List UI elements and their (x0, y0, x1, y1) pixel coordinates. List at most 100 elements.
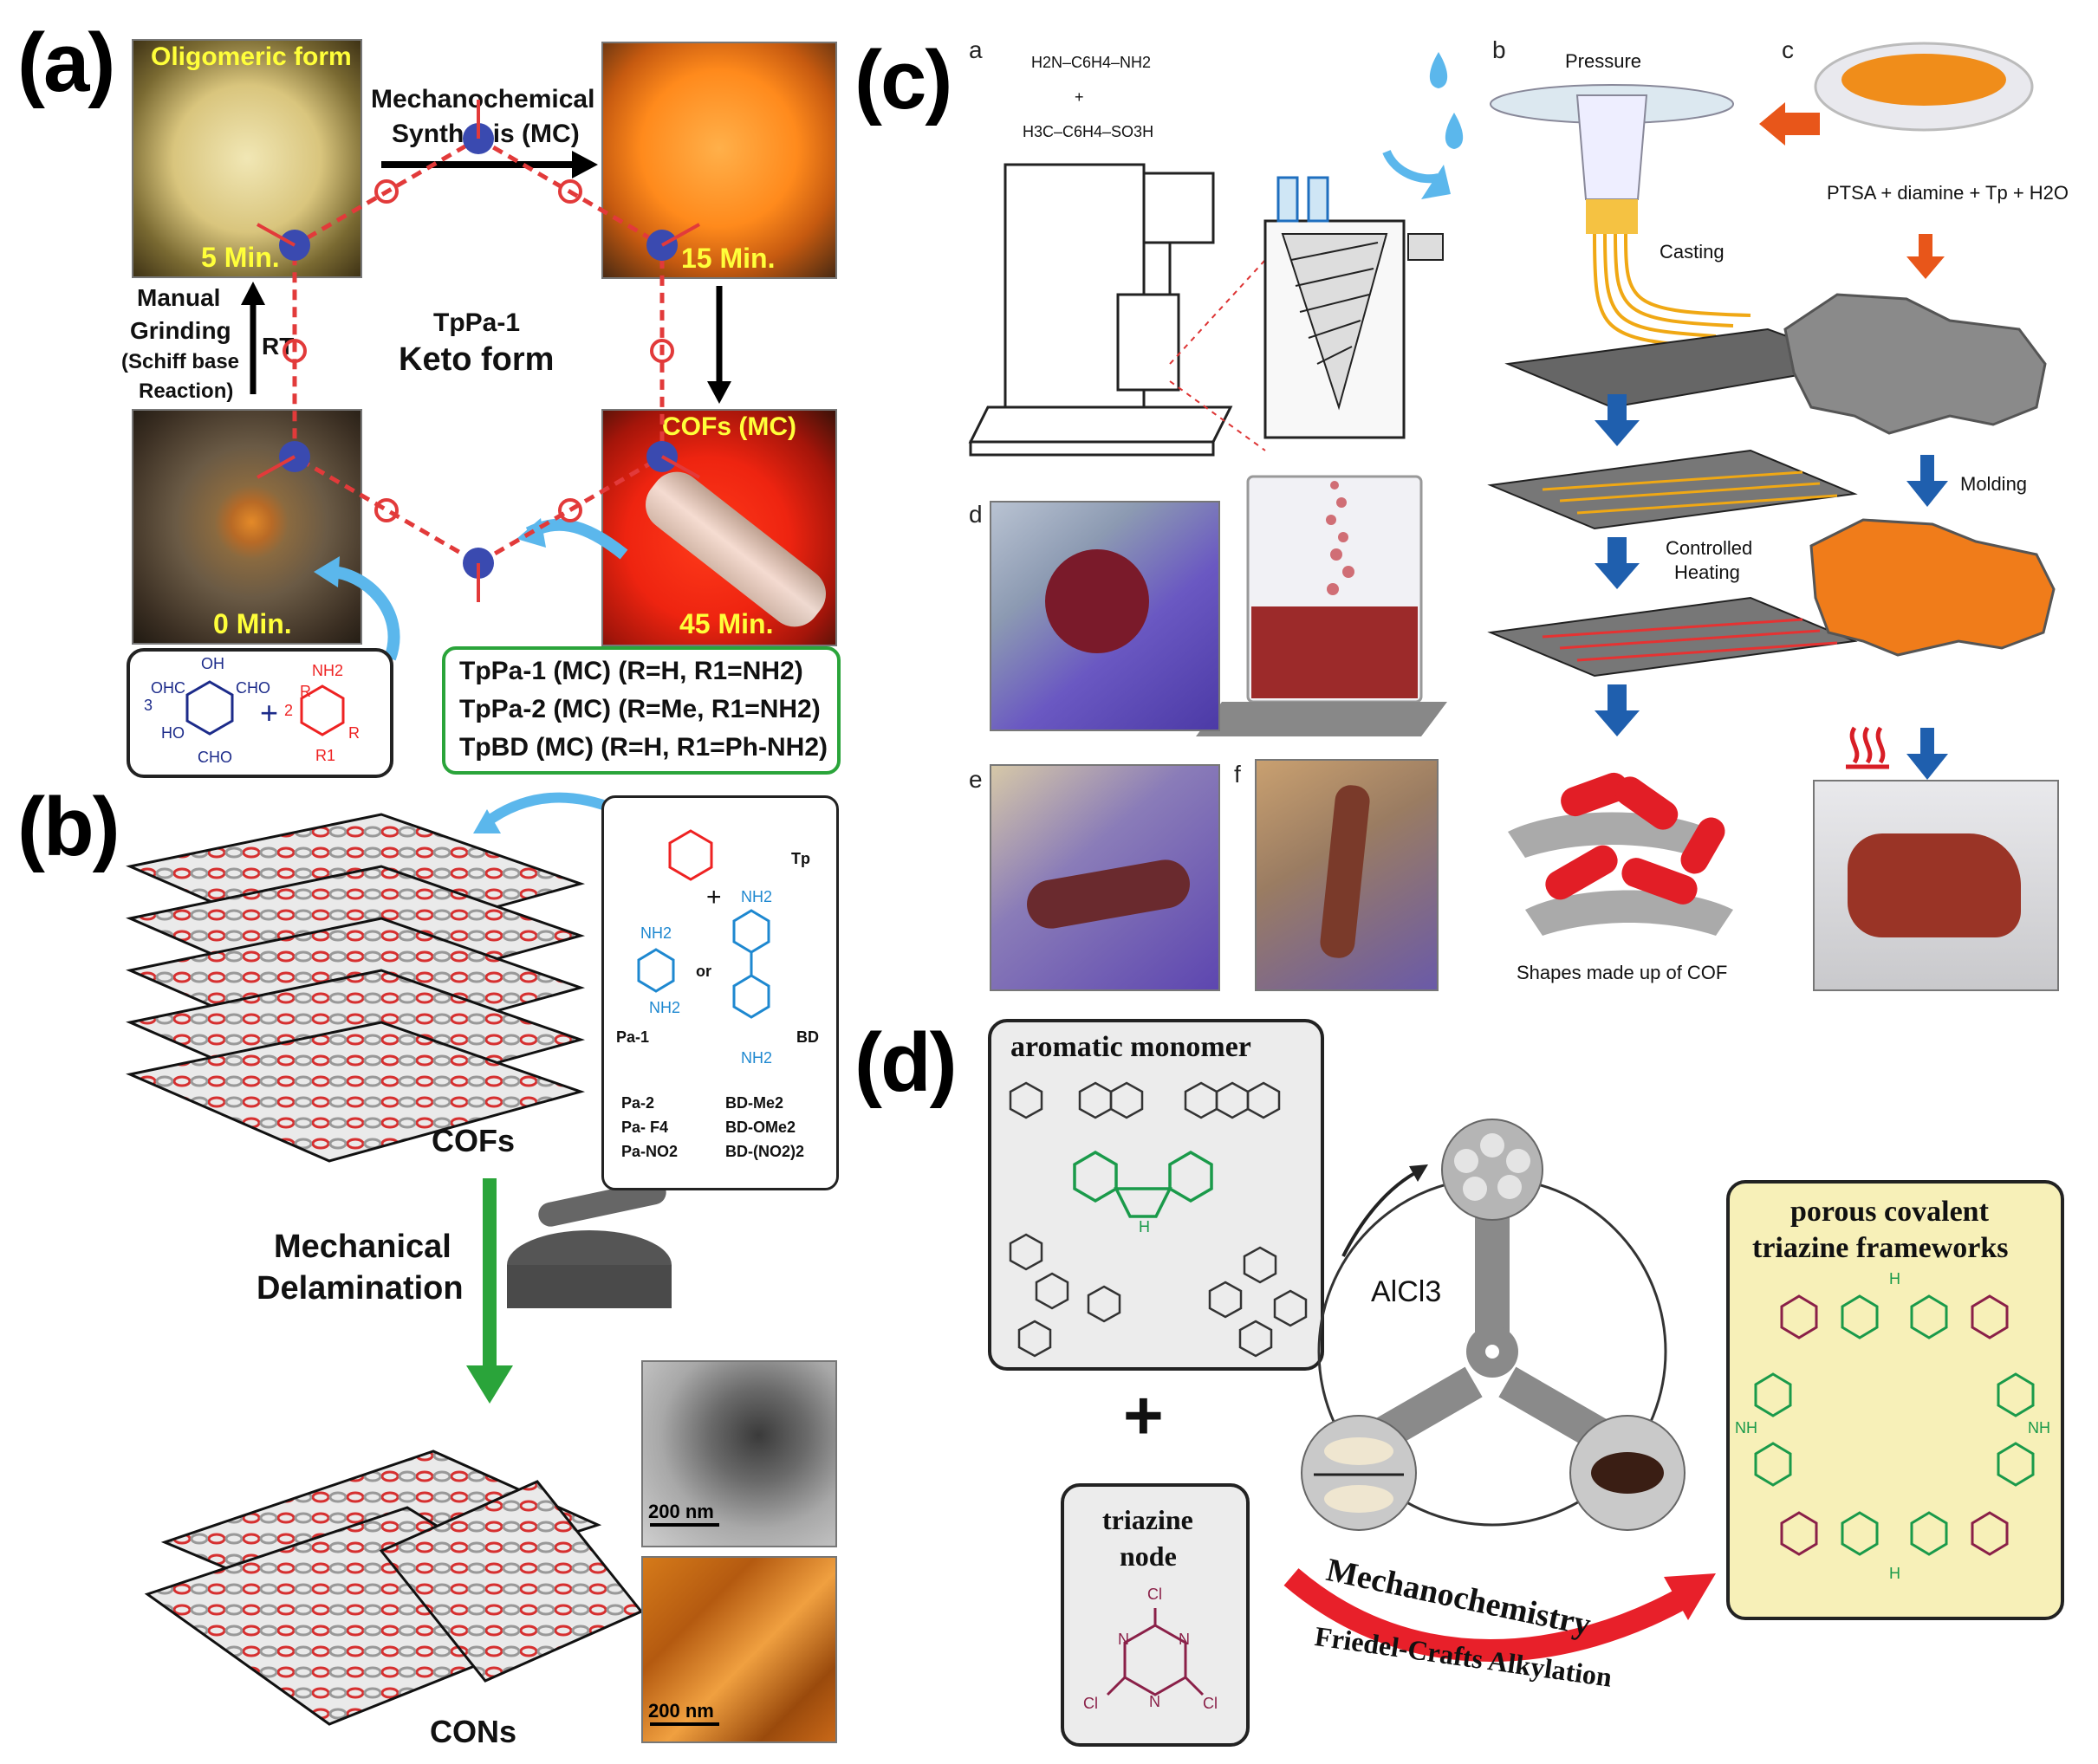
manual-grinding-2: Grinding (130, 317, 231, 344)
photo-cofs-time: 45 Min. (679, 608, 774, 639)
big-plus: + (1123, 1377, 1164, 1454)
manual-grinding-3: (Schiff base (121, 350, 240, 373)
casting-label: Casting (1660, 241, 1725, 263)
panel-d-label: (d) (854, 1016, 958, 1109)
ptsa-label: PTSA + diamine + Tp + H2O (1827, 182, 2069, 204)
legend-tp: Tp (791, 850, 810, 867)
afm-image: 200 nm (641, 1556, 837, 1743)
arrow-top-label-1: Mechanochemical (371, 85, 595, 113)
photo-mc-15min: 15 Min. (601, 42, 837, 279)
panel-b-graphics (126, 792, 672, 1726)
casting-device (1490, 84, 1867, 409)
legend-bd-nh2-top: NH2 (741, 888, 773, 905)
legend-col1-1: Pa- F4 (621, 1119, 669, 1136)
shapes-label: Shapes made up of COF (1517, 962, 1728, 983)
ctf-box: porous covalent triazine frameworks H NH… (1726, 1180, 2064, 1620)
tem-scale-label: 200 nm (648, 1501, 714, 1522)
triazine-cl-left: Cl (1083, 1695, 1098, 1712)
legend-col2-0: BD-Me2 (725, 1094, 784, 1112)
process-arrows-b (1595, 394, 1640, 736)
reactant-cho: CHO (236, 679, 270, 697)
photo-mc-time: 15 Min. (681, 243, 776, 274)
products-box: TpPa-1 (MC) (R=H, R1=NH2) TpPa-2 (MC) (R… (442, 646, 841, 775)
legend-col1-2: Pa-NO2 (621, 1143, 679, 1160)
reactant-r1: R1 (315, 747, 336, 764)
con-layers (144, 1449, 644, 1726)
legend-plus: + (706, 883, 722, 911)
reagent-ptsa: H3C–C6H4–SO3H (1023, 123, 1154, 140)
reactant-ho: HO (161, 724, 185, 742)
legend-col2-2: BD-(NO2)2 (725, 1143, 805, 1160)
rt-label: RT (262, 333, 295, 360)
reactant-coef1: 3 (144, 697, 153, 714)
mech-delam-2: Delamination (257, 1270, 464, 1307)
legend-col2-1: BD-OMe2 (725, 1119, 796, 1136)
panel-c-sub-a: a (969, 36, 983, 63)
photo-oligomeric-time: 5 Min. (201, 242, 280, 273)
rhino-mold (1783, 293, 2047, 435)
panel-c-sub-b: b (1492, 36, 1506, 63)
ctf-title-1: porous covalent (1790, 1196, 1989, 1228)
photo-oligomeric-form: Oligomeric form 5 Min. (132, 39, 362, 278)
cof-layer-stack (126, 813, 586, 1163)
heat-icon (1846, 726, 1889, 769)
reactant-r-right: R (348, 724, 360, 742)
triazine-cl-top: Cl (1147, 1586, 1162, 1603)
tppa1-hexagon-structure (257, 100, 700, 602)
panel-c-graphics (968, 42, 2056, 936)
panel-c-sub-f: f (1234, 761, 1241, 788)
aromatic-monomer-box: aromatic monomer H (988, 1019, 1324, 1371)
monomer-legend-box: Tp + NH2 NH2 or Pa-1 NH2 NH2 BD Pa-2 Pa-… (601, 795, 839, 1190)
reactant-oh: OH (201, 655, 224, 672)
legend-col1-0: Pa-2 (621, 1094, 655, 1112)
alcl3-label: AlCl3 (1371, 1275, 1442, 1308)
cof-shapes (1508, 772, 1733, 936)
panel-b-label: (b) (17, 781, 120, 873)
reactant-cho-bottom: CHO (198, 749, 232, 766)
ctf-title-2: triazine frameworks (1752, 1232, 2009, 1264)
panel-c-sub-c: c (1782, 36, 1794, 63)
controlled-heating-2: Heating (1674, 561, 1740, 583)
beaker (1196, 475, 1447, 736)
pressure-label: Pressure (1565, 50, 1642, 72)
ctf-structure (1754, 1294, 2035, 1556)
legend-bd-nh2-bottom: NH2 (741, 1049, 773, 1067)
photo-tube (990, 764, 1220, 991)
triazine-structure (1106, 1608, 1205, 1696)
ctf-nh-left: NH (1735, 1419, 1757, 1436)
product-line-1: TpPa-1 (MC) (R=H, R1=NH2) (459, 657, 803, 685)
panel-c-sub-e: e (969, 766, 983, 793)
reactants-box: 3 OH OHC CHO HO CHO + 2 NH2 R R R1 (127, 648, 393, 778)
screw-chamber (1263, 176, 1444, 439)
reactant-structures (185, 680, 345, 736)
photo-cofs-title: COFs (MC) (662, 412, 796, 441)
reactant-nh2: NH2 (312, 662, 344, 679)
aromatic-structures (1009, 1081, 1308, 1358)
reagent-diamine: H2N–C6H4–NH2 (1031, 54, 1152, 71)
panel-a-graphics (241, 100, 731, 661)
triazine-n-1: N (1179, 1631, 1190, 1648)
photo-start-time: 0 Min. (213, 608, 292, 639)
panel-a-label: (a) (17, 16, 115, 109)
afm-scale-label: 200 nm (648, 1700, 714, 1722)
tem-image: 200 nm (641, 1360, 837, 1547)
photo-start-0min: 0 Min. (132, 409, 362, 645)
legend-pa1-nh2-bottom: NH2 (649, 999, 681, 1016)
mech-delam-1: Mechanical (274, 1229, 451, 1265)
triazine-node-box: triazine node Cl Cl Cl N N N (1061, 1483, 1250, 1747)
photo-disk (990, 501, 1220, 731)
legend-or: or (696, 963, 711, 980)
reactant-plus: + (260, 695, 279, 730)
cofs-label: COFs (432, 1123, 516, 1158)
legend-pa1-nh2-top: NH2 (640, 924, 672, 942)
manual-grinding-4: Reaction) (139, 379, 234, 403)
cons-label: CONs (430, 1714, 517, 1749)
reactant-coef2: 2 (284, 702, 294, 719)
legend-pa1: Pa-1 (616, 1028, 650, 1046)
controlled-heating-1: Controlled (1666, 537, 1753, 559)
triazine-title-2: node (1120, 1540, 1177, 1572)
carbazole-h: H (1139, 1218, 1150, 1235)
ball-mill-graphic (1283, 1119, 1716, 1662)
ctf-nh-right: NH (2028, 1419, 2050, 1436)
monomer-structures (637, 829, 770, 1019)
